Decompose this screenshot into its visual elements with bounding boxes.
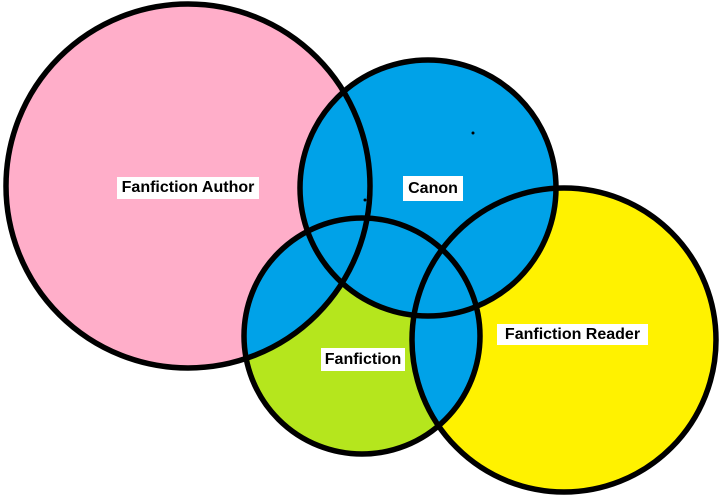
fanfiction-author-label: Fanfiction Author	[117, 177, 259, 199]
fanfiction-reader-label: Fanfiction Reader	[497, 324, 648, 345]
fanfiction-reader-circle-outline	[409, 185, 719, 495]
fanfiction-circle-outline	[241, 215, 483, 457]
fanfiction-label: Fanfiction	[321, 348, 405, 371]
stray-pixel-artifact	[363, 198, 367, 202]
fanfiction-author-circle-outline	[3, 1, 373, 371]
stray-pixel-artifact	[471, 131, 475, 135]
canon-label: Canon	[403, 176, 463, 201]
